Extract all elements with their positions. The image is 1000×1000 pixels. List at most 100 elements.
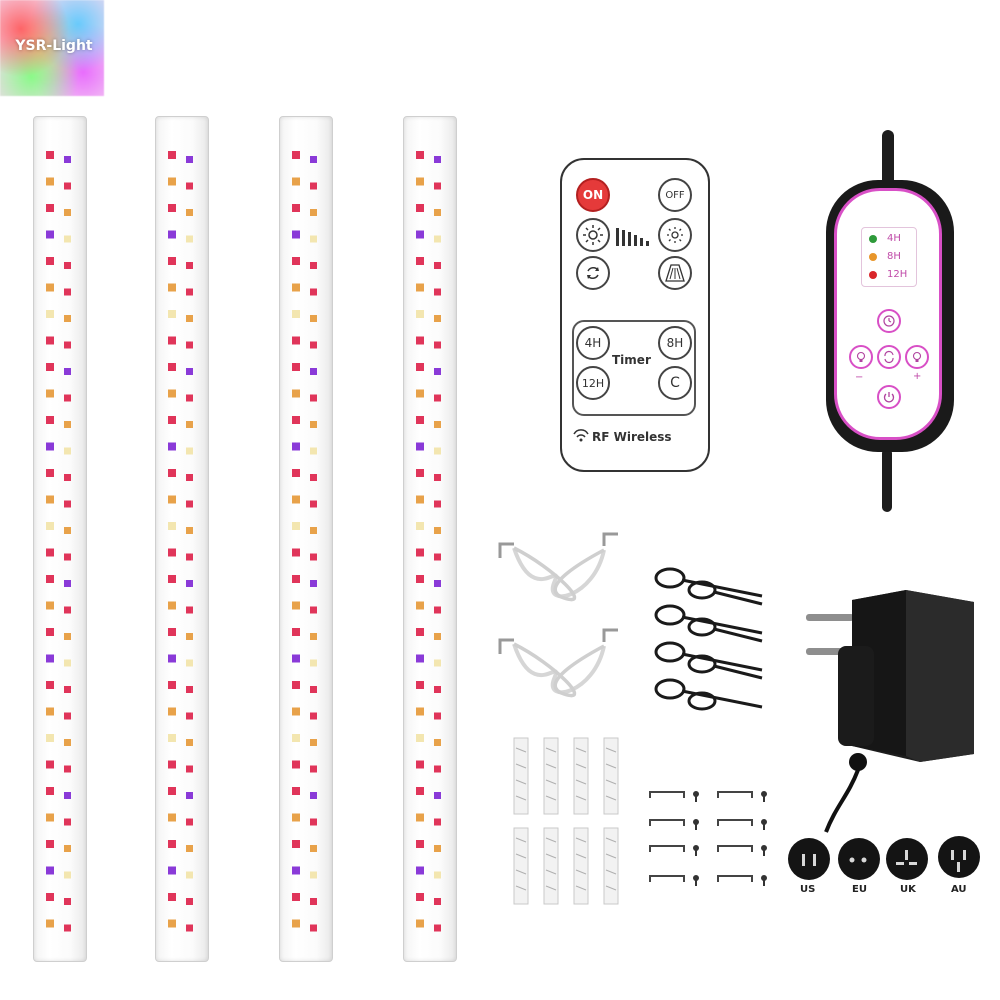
led-chip (46, 893, 54, 901)
led-chip (310, 871, 317, 879)
led-4h-label: 4H (887, 233, 901, 244)
led-chip (310, 818, 317, 826)
led-chip (64, 500, 71, 508)
led-chip (168, 204, 176, 212)
remote-on-button[interactable]: ON (576, 178, 610, 212)
led-light-bar-1 (33, 116, 87, 962)
led-chip (46, 760, 54, 769)
led-light-bar-2 (155, 116, 209, 962)
led-chip (64, 553, 71, 561)
led-chip (46, 257, 54, 265)
remote-off-button[interactable]: OFF (658, 178, 692, 212)
brand-logo-text: YSR-Light (15, 38, 93, 54)
led-chip (310, 580, 317, 587)
led-chip (186, 527, 193, 534)
led-chip (416, 442, 424, 451)
led-chip (416, 760, 424, 769)
remote-timer-cancel-button[interactable]: C (658, 366, 692, 400)
us-plug-label: US (800, 884, 816, 895)
led-chip (434, 262, 441, 269)
led-chip (434, 341, 441, 349)
led-chip (434, 871, 441, 879)
led-chip (292, 707, 300, 716)
led-light-bar-4 (403, 116, 457, 962)
controller-mode-button[interactable] (877, 345, 901, 369)
led-chip (186, 686, 193, 693)
led-chip (168, 760, 176, 769)
led-chip (168, 442, 176, 451)
led-chip (46, 787, 54, 795)
controller-timer-button[interactable] (877, 309, 901, 333)
controller-power-button[interactable] (877, 385, 901, 409)
led-chip (186, 368, 193, 375)
led-chip (64, 235, 71, 243)
led-chip (186, 845, 193, 852)
led-chip (292, 416, 300, 424)
led-chip (434, 606, 441, 614)
led-chip (168, 628, 176, 636)
led-12h-label: 12H (887, 269, 908, 280)
led-chip (186, 182, 193, 190)
led-chip (292, 840, 300, 848)
led-chip (310, 500, 317, 508)
led-chip (292, 548, 300, 557)
remote-spectrum-button[interactable] (658, 256, 692, 290)
connector-cable-1 (498, 532, 618, 602)
led-chip (292, 681, 300, 689)
eu-plug-adapter (838, 838, 880, 880)
led-chip (292, 654, 300, 663)
led-chip (434, 924, 441, 932)
led-chip (186, 209, 193, 216)
led-chip (434, 474, 441, 481)
led-chip (64, 686, 71, 693)
led-chip (186, 156, 193, 163)
led-chip (416, 707, 424, 716)
mounting-clips-and-screws (649, 791, 767, 886)
led-chip (416, 522, 424, 530)
controller-dim-button[interactable] (849, 345, 873, 369)
led-chip (434, 368, 441, 375)
cycle-icon (587, 267, 599, 279)
led-chip (168, 469, 176, 477)
led-chip (292, 734, 300, 742)
led-chip (292, 389, 300, 398)
led-chip (46, 681, 54, 689)
led-chip (292, 257, 300, 265)
remote-timer-4h-button[interactable]: 4H (576, 326, 610, 360)
led-chip (416, 310, 424, 318)
remote-dim-button[interactable] (658, 218, 692, 252)
led-chip (46, 628, 54, 636)
led-chip (46, 310, 54, 318)
controller-brighten-button[interactable] (905, 345, 929, 369)
led-chip (310, 527, 317, 534)
led-chip (310, 341, 317, 349)
led-chip (186, 633, 193, 640)
remote-timer-12h-button[interactable]: 12H (576, 366, 610, 400)
led-chip (168, 681, 176, 689)
led-chip (186, 394, 193, 402)
brightness-level-icon (616, 228, 649, 246)
brand-logo (0, 0, 104, 96)
led-chip (64, 209, 71, 216)
led-chip (416, 734, 424, 742)
led-chip (434, 288, 441, 296)
led-chip (46, 575, 54, 583)
led-chip (64, 341, 71, 349)
remote-mode-button[interactable] (576, 256, 610, 290)
led-chip (434, 633, 441, 640)
led-chip (186, 765, 193, 773)
led-chip (310, 606, 317, 614)
led-chip (186, 606, 193, 614)
led-chip (310, 421, 317, 428)
led-chip (64, 527, 71, 534)
remote-brightness-button[interactable] (576, 218, 610, 252)
led-chip (310, 686, 317, 693)
inline-controller: 4H 8H 12H − + (826, 180, 954, 452)
led-chip (186, 871, 193, 879)
remote-timer-8h-button[interactable]: 8H (658, 326, 692, 360)
led-chip (186, 659, 193, 667)
led-chip (64, 315, 71, 322)
led-chip (64, 421, 71, 428)
cable-ties (654, 567, 763, 711)
led-chip (416, 177, 424, 186)
